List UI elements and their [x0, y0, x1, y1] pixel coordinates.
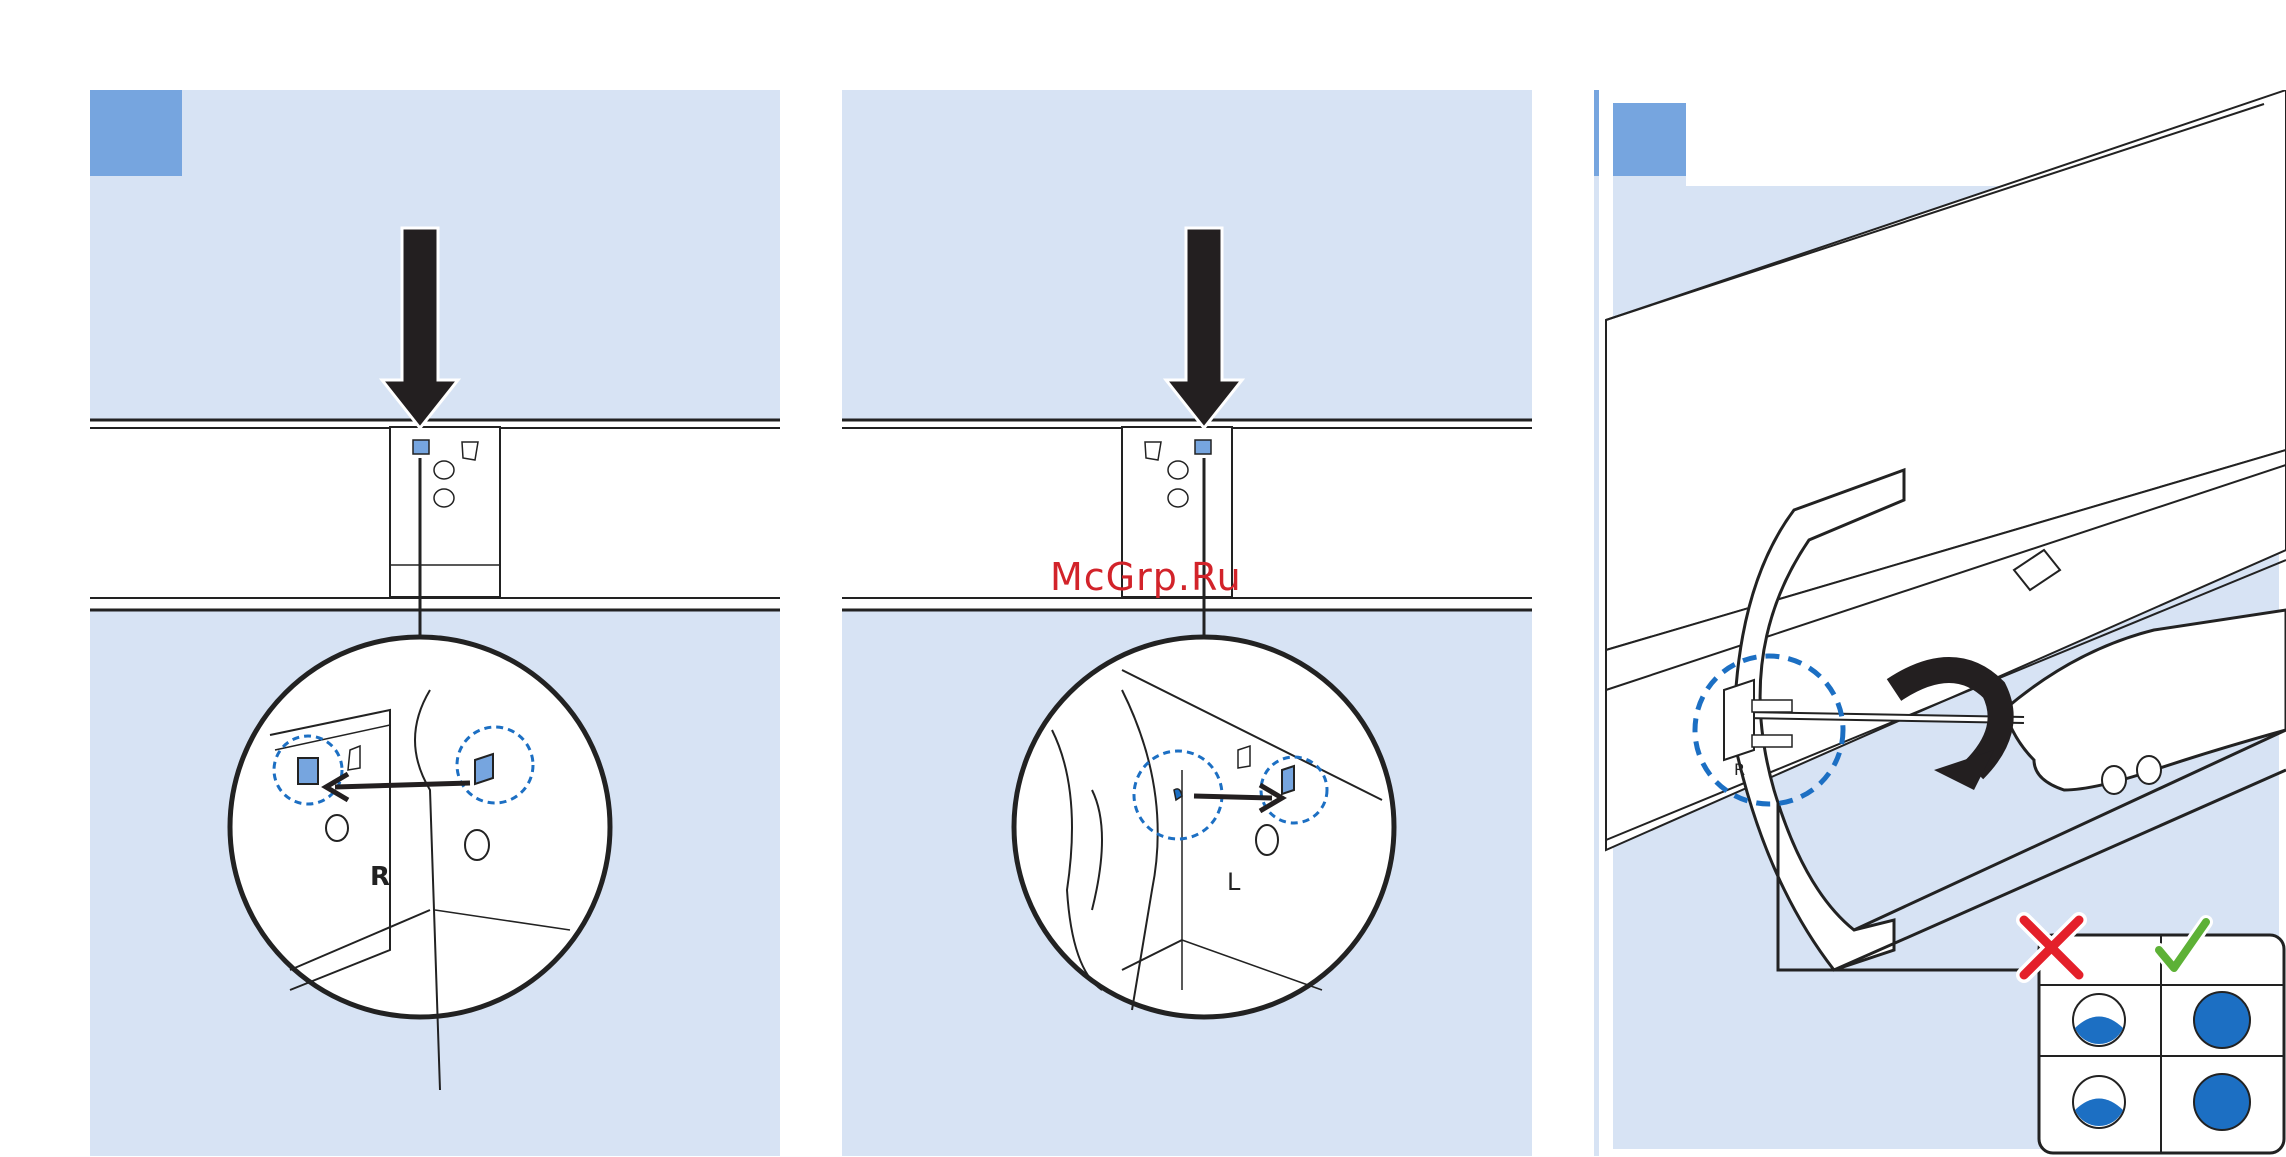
step-2-illustration: L	[842, 90, 1532, 1156]
panel-step-2: L	[842, 90, 1532, 1156]
zoom-label: R	[1734, 760, 1745, 779]
zoom-label: L	[1227, 868, 1241, 896]
zoom-circle	[1014, 637, 1394, 1017]
step-1-illustration: R	[90, 90, 780, 1156]
zoom-label: R	[370, 862, 390, 892]
down-arrow-icon	[1166, 228, 1242, 428]
down-arrow-icon	[382, 228, 458, 428]
hook-slot-highlight	[413, 440, 429, 454]
hook-slot-highlight	[1195, 440, 1211, 454]
watermark-text: McGrp.Ru	[1050, 555, 1242, 599]
zoom-circle	[230, 637, 610, 1090]
panel-step-3: R	[1594, 90, 2286, 1156]
screw-depth-table	[2024, 920, 2284, 1153]
panel-step-1: R	[90, 90, 780, 1156]
step-3-illustration: R	[1594, 90, 2286, 1156]
